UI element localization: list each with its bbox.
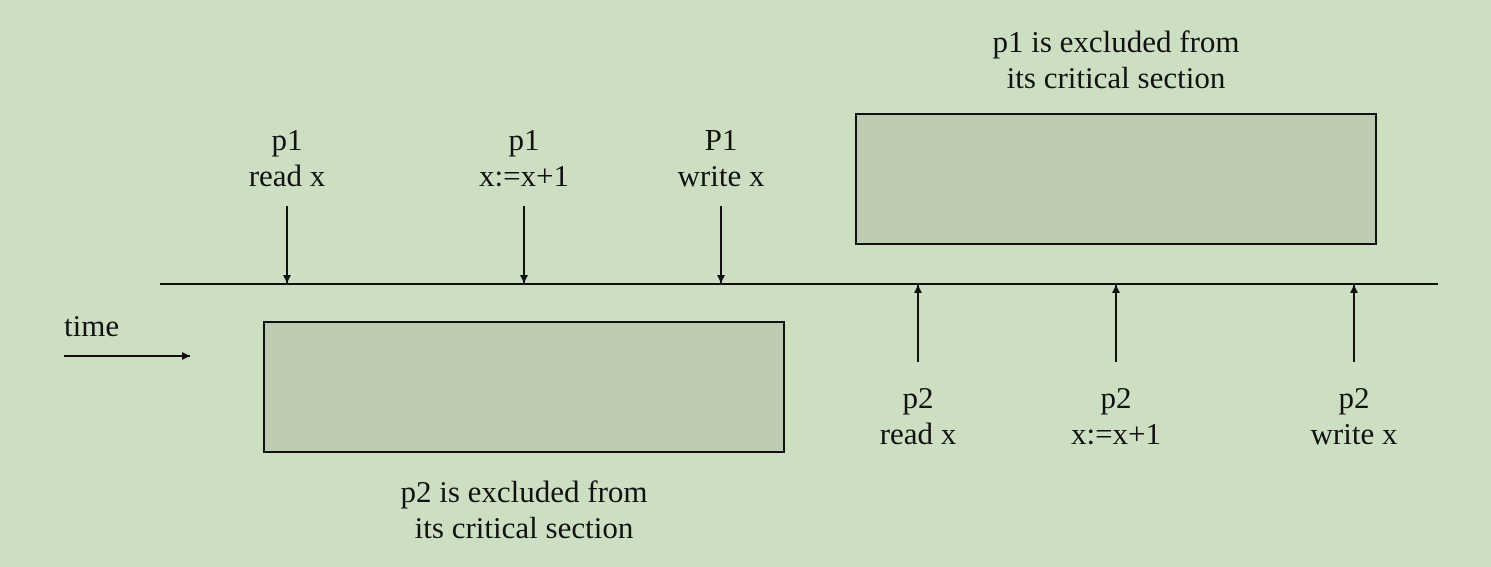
p2-excluded-line2: its critical section: [414, 510, 634, 545]
event-process: p2: [1100, 380, 1132, 415]
p2-excluded-caption: p2 is excluded from its critical section: [400, 474, 647, 546]
p2-excluded-region: [263, 321, 785, 453]
p1-read-label: p1 read x: [249, 122, 326, 194]
time-label: time: [64, 308, 120, 343]
event-action: write x: [1310, 416, 1398, 451]
event-action: x:=x+1: [478, 158, 570, 193]
p1-excluded-caption: p1 is excluded from its critical section: [992, 24, 1239, 96]
p2-write-label: p2 write x: [1311, 380, 1398, 452]
event-action: read x: [879, 416, 957, 451]
event-process: P1: [704, 122, 738, 157]
p1-excluded-region: [855, 113, 1377, 245]
event-action: x:=x+1: [1070, 416, 1162, 451]
p2-excluded-line1: p2 is excluded from: [400, 474, 648, 509]
event-process: p2: [1338, 380, 1370, 415]
p1-write-label: P1 write x: [678, 122, 765, 194]
p2-read-label: p2 read x: [880, 380, 957, 452]
event-process: p1: [271, 122, 303, 157]
p1-excluded-line1: p1 is excluded from: [992, 24, 1240, 59]
event-process: p1: [508, 122, 540, 157]
event-action: read x: [248, 158, 326, 193]
p1-increment-label: p1 x:=x+1: [479, 122, 569, 194]
p2-increment-label: p2 x:=x+1: [1071, 380, 1161, 452]
event-process: p2: [902, 380, 934, 415]
p1-excluded-line2: its critical section: [1006, 60, 1226, 95]
event-action: write x: [677, 158, 765, 193]
